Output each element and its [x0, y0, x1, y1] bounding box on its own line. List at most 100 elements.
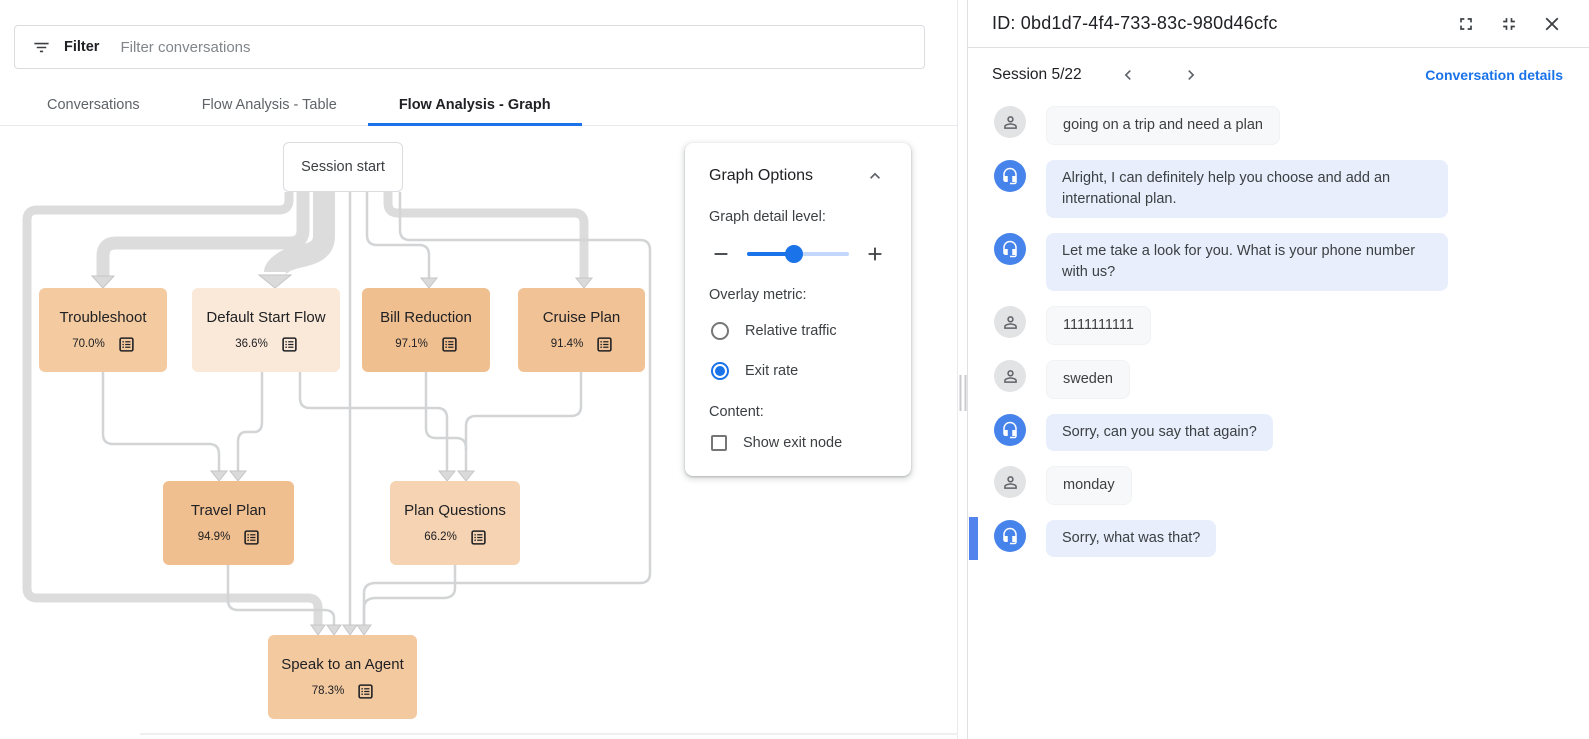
list-alt-icon: [244, 529, 259, 545]
chat-message-agent[interactable]: Alright, I can definitely help you choos…: [968, 160, 1565, 218]
message-bubble: monday: [1046, 466, 1132, 505]
checkbox-box[interactable]: [711, 435, 727, 451]
radio-button[interactable]: [711, 362, 729, 380]
next-session-chevron-right-icon[interactable]: [1179, 63, 1203, 87]
filter-input[interactable]: Filter Filter conversations: [14, 25, 925, 69]
tab-flow-analysis-graph[interactable]: Flow Analysis - Graph: [367, 87, 582, 126]
session-counter: Session 5/22: [992, 66, 1082, 83]
node-exit-rate: 36.6%: [235, 338, 268, 350]
node-label: Bill Reduction: [380, 308, 472, 326]
speaker-avatar: [994, 306, 1026, 338]
radio-button[interactable]: [711, 322, 729, 340]
radio-option-relative-traffic[interactable]: Relative traffic: [709, 319, 887, 343]
tab-label: Flow Analysis - Graph: [398, 97, 551, 113]
speaker-avatar: [994, 106, 1026, 138]
list-alt-icon: [282, 336, 297, 352]
graph-node-speak-to-an-agent[interactable]: Speak to an Agent 78.3%: [268, 635, 417, 719]
horizontal-scrollbar[interactable]: [140, 733, 958, 735]
message-bubble: Alright, I can definitely help you choos…: [1046, 160, 1448, 218]
flow-edges: [22, 192, 652, 636]
speaker-avatar: [994, 414, 1026, 446]
person-icon: [1003, 315, 1017, 329]
person-icon: [1003, 115, 1017, 129]
list-alt-icon: [471, 529, 486, 545]
chat-message-agent[interactable]: Sorry, what was that?: [968, 517, 1565, 560]
chat-message-agent[interactable]: Let me take a look for you. What is your…: [968, 233, 1565, 291]
list-alt-icon: [119, 336, 134, 352]
radio-label: Exit rate: [745, 363, 799, 379]
message-bubble: 1111111111: [1046, 306, 1151, 345]
zoom-in-plus-button[interactable]: [863, 242, 887, 266]
graph-node-plan-questions[interactable]: Plan Questions 66.2%: [390, 481, 520, 565]
node-exit-rate: 94.9%: [197, 531, 231, 543]
node-label: Travel Plan: [190, 501, 267, 519]
previous-session-chevron-left-icon[interactable]: [1116, 63, 1140, 87]
node-label: Speak to an Agent: [281, 655, 404, 673]
checkbox-label: Show exit node: [743, 435, 843, 451]
filter-icon: [34, 42, 49, 52]
show-exit-node-checkbox[interactable]: Show exit node: [709, 435, 887, 451]
collapse-chevron-up-icon[interactable]: [863, 164, 887, 188]
fullscreen-exit-icon[interactable]: [1498, 13, 1520, 35]
tab-flow-analysis-table[interactable]: Flow Analysis - Table: [171, 87, 368, 126]
selected-message-marker: [969, 517, 978, 560]
chat-message-user[interactable]: going on a trip and need a plan: [968, 106, 1565, 145]
speaker-avatar: [994, 466, 1026, 498]
flow-analysis-panel: Filter Filter conversations Conversation…: [0, 0, 958, 739]
headset-icon: [1003, 527, 1017, 545]
speaker-avatar: [994, 233, 1026, 265]
fullscreen-icon[interactable]: [1455, 13, 1477, 35]
tab-conversations[interactable]: Conversations: [16, 87, 171, 126]
tab-label: Flow Analysis - Table: [201, 97, 337, 113]
flow-graph: Session start Troubleshoot 70.0% Default…: [0, 128, 958, 739]
chat-message-user[interactable]: sweden: [968, 360, 1565, 399]
headset-icon: [1003, 421, 1017, 439]
session-nav-row: Session 5/22 Conversation details: [968, 48, 1589, 102]
slider-thumb[interactable]: [784, 245, 803, 263]
message-bubble: going on a trip and need a plan: [1046, 106, 1280, 145]
overlay-metric-label: Overlay metric:: [709, 287, 807, 303]
radio-label: Relative traffic: [745, 323, 837, 339]
radio-option-exit-rate[interactable]: Exit rate: [709, 359, 887, 383]
panel-resize-handle[interactable]: [958, 0, 967, 739]
conversation-details-link[interactable]: Conversation details: [1425, 67, 1563, 83]
node-label: Plan Questions: [404, 501, 506, 519]
headset-icon: [1003, 240, 1017, 258]
node-label: Default Start Flow: [206, 308, 326, 326]
zoom-out-minus-button[interactable]: [709, 242, 733, 266]
graph-detail-label: Graph detail level:: [709, 209, 826, 225]
speaker-avatar: [994, 360, 1026, 392]
conversation-detail-panel: ID: 0bd1d7-4f4-733-83c-980d46cfc Session…: [967, 0, 1589, 739]
close-icon[interactable]: [1541, 13, 1563, 35]
graph-node-default-start-flow[interactable]: Default Start Flow 36.6%: [192, 288, 340, 372]
conversation-id-title: ID: 0bd1d7-4f4-733-83c-980d46cfc: [992, 13, 1278, 33]
filter-placeholder: Filter conversations: [120, 38, 251, 56]
graph-node-cruise-plan[interactable]: Cruise Plan 91.4%: [518, 288, 645, 372]
speaker-avatar: [994, 520, 1026, 552]
node-exit-rate: 66.2%: [424, 531, 457, 543]
message-bubble: Sorry, what was that?: [1046, 520, 1217, 557]
tab-label: Conversations: [47, 97, 140, 113]
transcript: going on a trip and need a plan Alright,…: [968, 102, 1589, 739]
node-exit-rate: 70.0%: [72, 338, 105, 350]
chat-message-user[interactable]: 1111111111: [968, 306, 1565, 345]
message-bubble: Let me take a look for you. What is your…: [1046, 233, 1448, 291]
resize-grip-icon: [959, 375, 966, 411]
list-alt-icon: [358, 683, 373, 699]
graph-node-bill-reduction[interactable]: Bill Reduction 97.1%: [362, 288, 490, 372]
node-exit-rate: 91.4%: [550, 338, 584, 350]
detail-slider[interactable]: [747, 245, 849, 263]
graph-node-session-start[interactable]: Session start: [283, 142, 403, 192]
graph-options-card: Graph Options Graph detail level:: [685, 143, 911, 476]
list-alt-icon: [597, 336, 612, 352]
person-icon: [1003, 369, 1017, 383]
message-bubble: Sorry, can you say that again?: [1046, 414, 1273, 451]
chat-message-agent[interactable]: Sorry, can you say that again?: [968, 414, 1565, 451]
node-label: Cruise Plan: [542, 308, 621, 326]
chat-message-user[interactable]: monday: [968, 466, 1565, 505]
content-label: Content:: [709, 404, 764, 420]
graph-node-troubleshoot[interactable]: Troubleshoot 70.0%: [39, 288, 167, 372]
graph-node-travel-plan[interactable]: Travel Plan 94.9%: [163, 481, 294, 565]
headset-icon: [1003, 167, 1017, 185]
